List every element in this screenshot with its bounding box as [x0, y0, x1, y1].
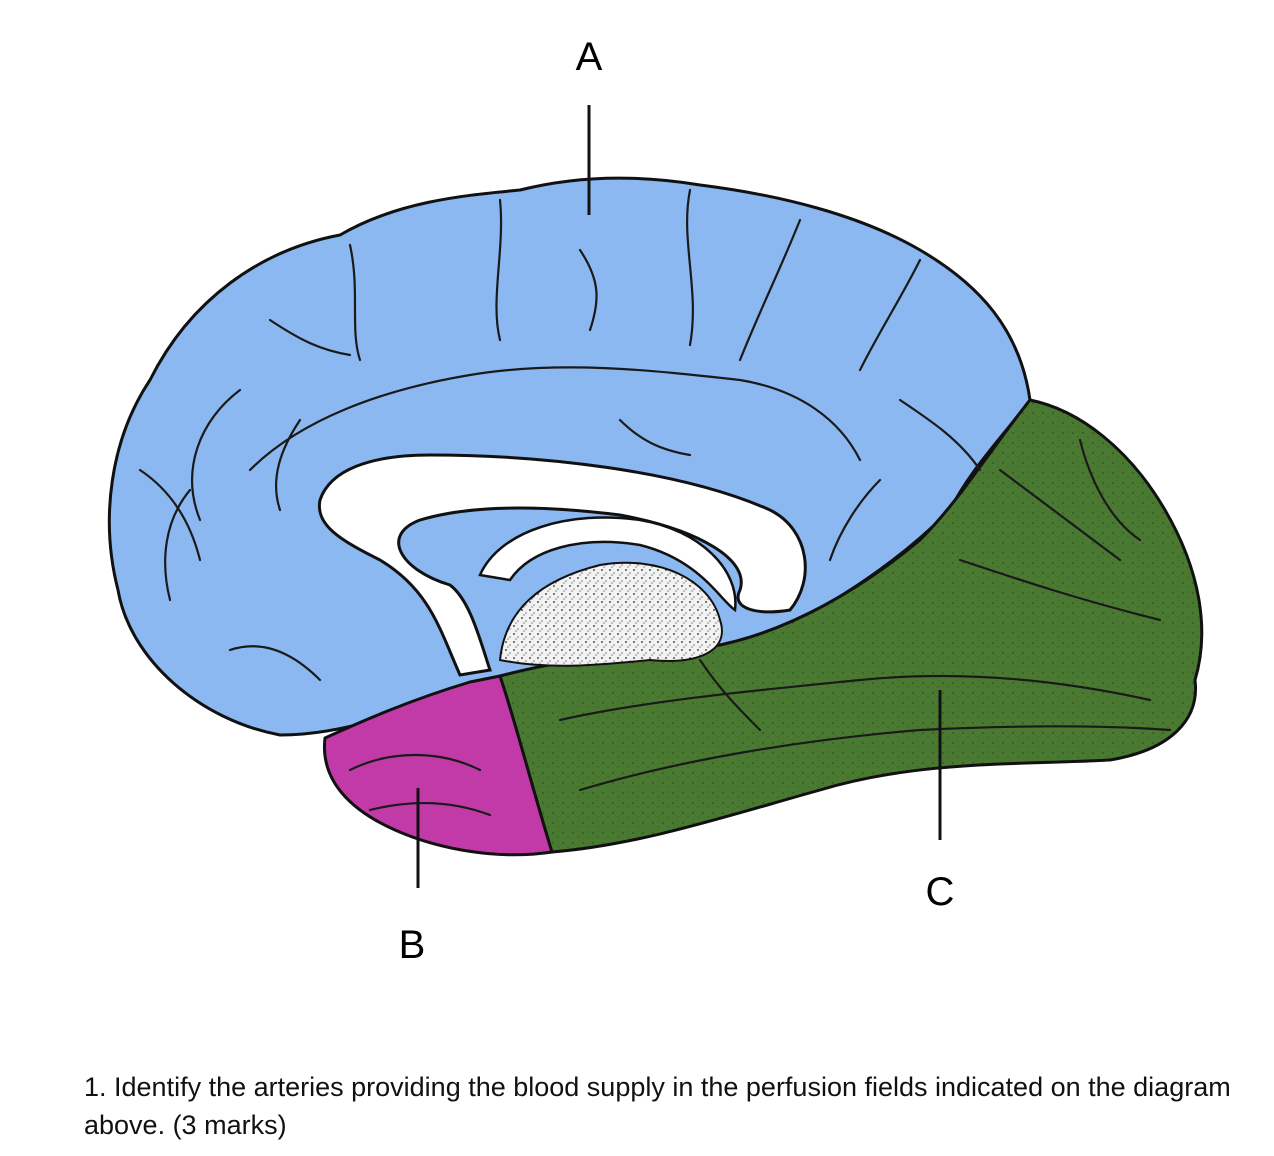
perfusion-field-c: [498, 398, 1204, 854]
thalamus: [498, 561, 723, 667]
label-b: B: [399, 923, 426, 967]
temporal-pole-sulci: [348, 753, 492, 817]
brain-perfusion-diagram: A B C: [107, 35, 1204, 967]
label-a: A: [576, 35, 603, 79]
occipital-sulci: [558, 438, 1172, 792]
label-c: C: [926, 870, 955, 914]
sulci-lines: [138, 188, 982, 682]
question-text: 1. Identify the arteries providing the b…: [84, 1072, 1231, 1140]
fornix: [478, 516, 737, 613]
